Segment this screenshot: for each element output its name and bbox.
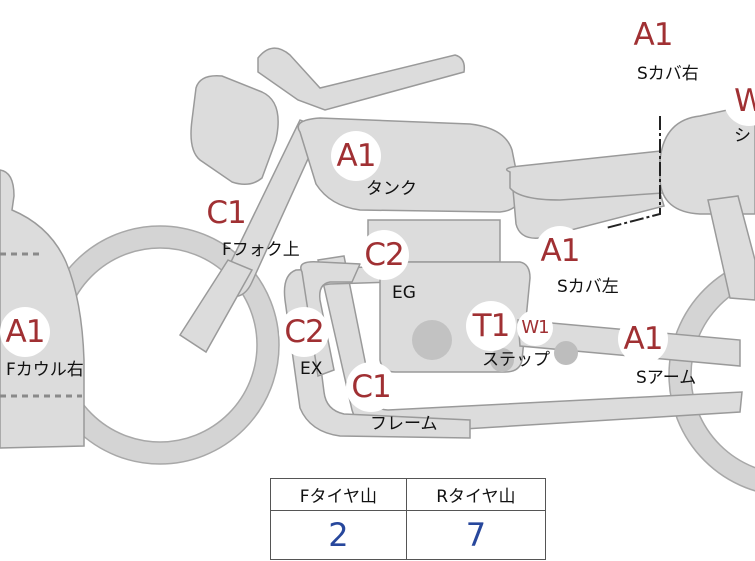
badge-a1-scover-right: A1 (628, 10, 678, 60)
badge-a1-scover-left: A1 (535, 226, 585, 276)
tire-table-value-row: 2 7 (270, 510, 547, 560)
rear-wheel (669, 259, 755, 491)
headlight-shape (190, 75, 279, 185)
badge-a1-sarm: A1 (618, 314, 668, 364)
label-scover-left: Sカバ左 (557, 277, 619, 297)
rear-wheel-inner-edge (690, 281, 755, 469)
badge-c2-ex: C2 (279, 307, 329, 357)
rear-shock-shape (707, 195, 755, 301)
rear-wheel-outer-edge (668, 258, 755, 492)
fork-lower-shape (178, 259, 254, 354)
label-tank: タンク (366, 179, 417, 199)
badge-a1-fcowl: A1 (0, 307, 50, 357)
handlebar-shape (257, 47, 466, 111)
badge-c2-eg: C2 (359, 230, 409, 280)
step-peg-left (490, 348, 514, 372)
scover-right-leader-line (605, 116, 661, 229)
label-ex: EX (300, 359, 323, 379)
label-step: ステップ (482, 350, 550, 370)
badge-w1-step: W1 (517, 310, 553, 346)
badge-c1-ffork: C1 (201, 188, 251, 238)
badge-t1-step: T1 (466, 301, 516, 351)
step-peg-right (554, 341, 578, 365)
tire-tread-table: Fタイヤ山 Rタイヤ山 2 7 (270, 478, 547, 560)
label-fcowl-right: Fカウル右 (6, 360, 84, 380)
badge-c1-frame: C1 (346, 362, 396, 412)
front-tire-header: Fタイヤ山 (270, 478, 407, 511)
label-frame: フレーム (370, 414, 438, 434)
front-tire-value: 2 (270, 510, 407, 560)
label-sarm: Sアーム (636, 368, 697, 388)
label-eg: EG (392, 283, 416, 303)
label-ffork-upper: Fフォク上 (222, 240, 300, 260)
tire-table-header-row: Fタイヤ山 Rタイヤ山 (270, 478, 547, 511)
rear-tire-value: 7 (405, 510, 547, 560)
engine-cover-circle (412, 320, 452, 360)
badge-a1-tank: A1 (331, 131, 381, 181)
rear-seat-shape (659, 103, 755, 215)
label-scover-right: Sカバ右 (637, 64, 699, 84)
front-cowl-shape (0, 169, 85, 449)
label-seat-partial: シ (734, 126, 751, 146)
rear-tire-header: Rタイヤ山 (405, 478, 547, 511)
